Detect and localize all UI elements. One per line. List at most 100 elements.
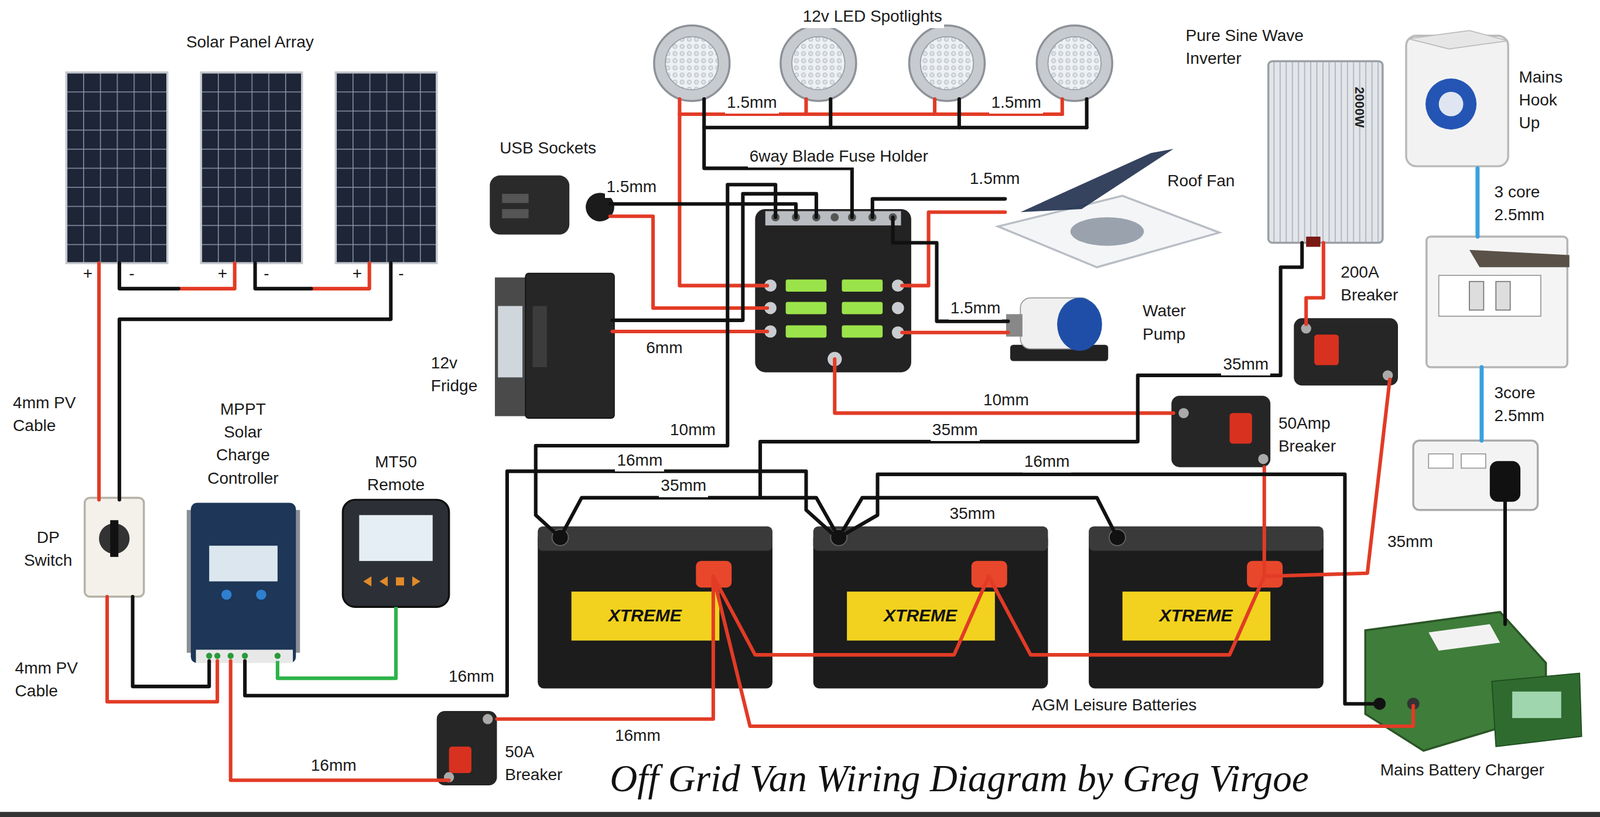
fuse-holder (765, 211, 902, 226)
black-wire (119, 262, 179, 289)
mt50-remote (359, 514, 433, 561)
mt50-remote (342, 499, 449, 607)
agm-battery (1088, 526, 1324, 552)
consumer-unit (1438, 275, 1541, 317)
black-wire (610, 203, 796, 218)
mains-hook-up (1406, 35, 1509, 167)
mains-socket (1413, 440, 1538, 510)
led-spotlight (1047, 36, 1102, 91)
black-wire (255, 262, 312, 289)
mains-socket (1413, 440, 1538, 510)
consumer-unit (1469, 281, 1484, 311)
usb-socket (489, 175, 615, 235)
wire-size-label: 35mm (658, 473, 709, 497)
black-wire (535, 184, 776, 538)
circuit-breaker (482, 713, 493, 724)
consumer-unit (1426, 236, 1570, 368)
wire-size-label: 35mm (930, 418, 980, 441)
wire-size-label: 10mm (668, 418, 718, 441)
wire-size-label: 1.5mm (968, 166, 1022, 190)
agm-battery (537, 526, 1324, 689)
charge-controller (209, 545, 278, 582)
usb-socket (501, 193, 529, 204)
remote-cable (277, 606, 396, 679)
charge-controller (255, 589, 266, 600)
red-wire (713, 576, 1414, 727)
solar-panel (200, 72, 302, 264)
charge-controller (227, 653, 234, 659)
red-wire (804, 98, 808, 115)
black-wire (1503, 499, 1507, 624)
mt50-remote (412, 576, 421, 587)
component-label: USB Sockets (497, 136, 598, 160)
led-spotlight (920, 36, 974, 91)
battery-charger (1365, 612, 1582, 751)
dp-switch (110, 520, 119, 557)
agm-battery (813, 526, 1049, 689)
red-wire (178, 262, 235, 289)
polarity-mark: - (128, 265, 135, 282)
component-label: DP Switch (22, 525, 74, 572)
black-wire (893, 217, 1009, 322)
charge-controller (241, 653, 248, 659)
black-wire (560, 497, 840, 538)
led-spotlight (908, 25, 985, 102)
brand-text: XTREME (1159, 605, 1233, 627)
charge-controller (206, 653, 213, 659)
fridge (494, 273, 615, 419)
dp-switch (84, 497, 145, 597)
solar-panel (66, 72, 437, 264)
circuit-breaker (1171, 395, 1271, 468)
fuse-holder (785, 302, 827, 315)
component-label: MT50 Remote (365, 450, 427, 497)
fuse-holder (754, 209, 912, 373)
black-wire (828, 98, 833, 128)
circuit-breaker (1257, 453, 1268, 464)
component-label: Mains Hook Up (1516, 65, 1565, 135)
fuse-holder (754, 209, 912, 373)
inverter (1306, 236, 1321, 247)
red-wire (1262, 467, 1267, 577)
wire-size-label: 4mm PV Cable (11, 391, 91, 437)
led-spotlight (780, 25, 857, 102)
mains-hook-up (1425, 78, 1477, 130)
mt50-remote (342, 499, 449, 607)
circuit-breaker (1314, 334, 1339, 365)
component-label: Roof Fan (1165, 169, 1237, 193)
circuit-breaker (1178, 408, 1189, 419)
red-wire (1264, 379, 1390, 577)
usb-socket (501, 209, 529, 219)
battery-charger (1512, 691, 1562, 719)
red-wire (310, 262, 369, 289)
charge-controller (186, 503, 300, 663)
agm-battery (813, 532, 1049, 689)
mains-socket (1489, 460, 1521, 502)
wire-size-label: 1.5mm (989, 90, 1044, 114)
led-spotlight (654, 25, 730, 102)
wire-size-label: 3 core 2.5mm (1492, 180, 1561, 227)
polarity-mark: + (217, 265, 228, 282)
black-wire (872, 199, 1006, 218)
fuse-holder (785, 279, 827, 292)
battery-charger (1491, 672, 1582, 747)
component-label: 50A Breaker (503, 740, 564, 786)
wire-size-label: 1.5mm (948, 296, 1003, 320)
component-label: Water Pump (1140, 299, 1188, 345)
red-wire (98, 98, 1414, 781)
agm-battery (537, 526, 773, 689)
wire-size-label: 16mm (613, 723, 663, 747)
battery-charger (1428, 624, 1500, 651)
circuit-breaker (436, 318, 1398, 786)
red-wire (1060, 98, 1065, 115)
red-wire (713, 576, 989, 655)
black-wire (760, 242, 1302, 498)
polarity-mark: - (398, 265, 404, 282)
black-wire (119, 98, 1506, 704)
wire-size-label: 16mm (614, 448, 665, 472)
agm-battery (537, 532, 773, 689)
led-spotlight (654, 25, 1113, 102)
wire-size-label: 10mm (981, 388, 1031, 412)
black-wire (119, 262, 391, 500)
mains-socket (1461, 453, 1486, 468)
